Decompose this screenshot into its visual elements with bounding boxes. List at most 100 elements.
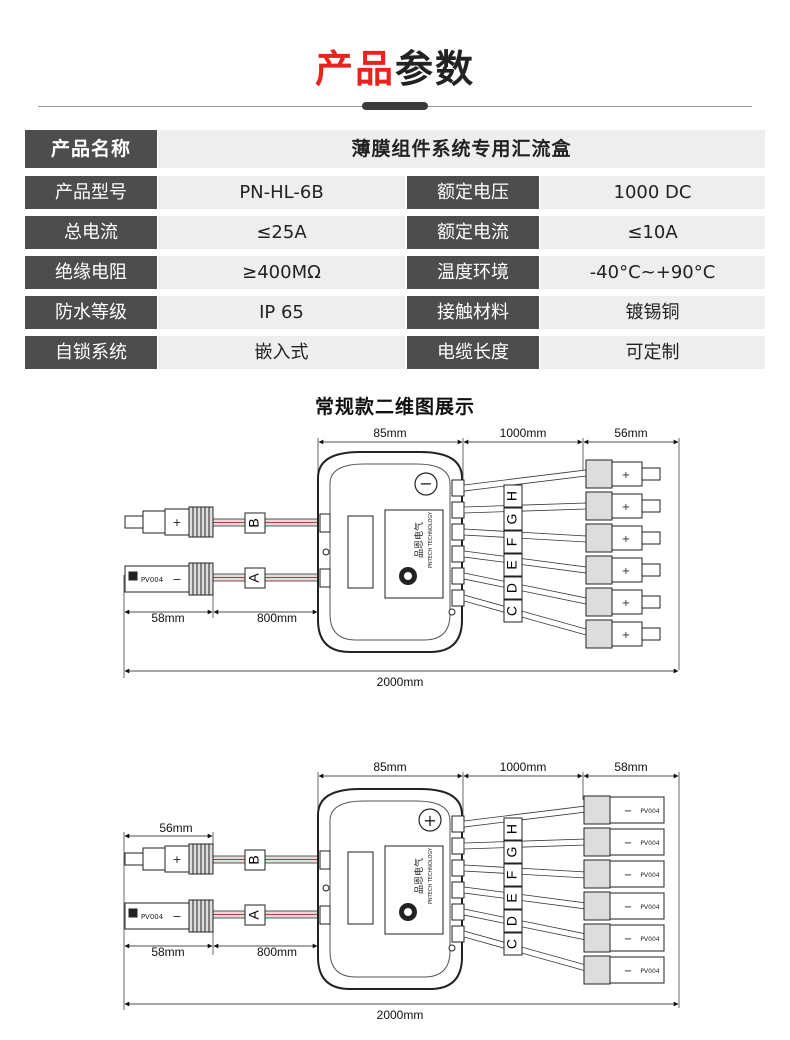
svg-text:−: − [624, 966, 632, 977]
input-tag-b: B [244, 849, 266, 871]
svg-text:D: D [504, 583, 520, 593]
connectors-right-top: + + + + + + [585, 459, 661, 649]
spec-label: 绝缘电阻 [25, 256, 157, 289]
spec-label: 总电流 [25, 216, 157, 249]
svg-text:−: − [624, 902, 632, 913]
logo-subtext: PNTECH TECHNOLOGY [428, 511, 434, 568]
polarity-minus-icon [414, 472, 438, 496]
svg-text:H: H [504, 824, 520, 834]
input-tag-a: A [244, 567, 266, 589]
svg-text:E: E [504, 893, 520, 902]
svg-text:+: + [622, 566, 630, 577]
spec-value: -40°C~+90°C [540, 256, 765, 289]
combiner-box-bottom: 品恩电气 PNTECH TECHNOLOGY + [317, 788, 465, 990]
polarity-plus-icon [418, 808, 442, 832]
spec-value: 可定制 [540, 336, 765, 369]
dim-connector-right: 58mm [614, 760, 647, 774]
input-cables [211, 855, 323, 919]
svg-text:D: D [504, 916, 520, 926]
spec-row: 总电流 ≤25A 额定电流 ≤10A [25, 216, 765, 249]
spec-row: 自锁系统 嵌入式 电缆长度 可定制 [25, 336, 765, 369]
dim-lead: 800mm [257, 945, 297, 959]
diagram-title: 常规款二维图展示 [314, 396, 475, 418]
title-red-part: 产品 [314, 47, 395, 91]
svg-text:−: − [624, 934, 632, 945]
svg-text:PV004: PV004 [640, 904, 659, 911]
connector-left-female: PV004 − [124, 562, 214, 596]
spec-row: 防水等级 IP 65 接触材料 镀锡铜 [25, 296, 765, 329]
connector-left-male: + [124, 843, 214, 875]
dim-total: 2000mm [377, 1008, 424, 1022]
spec-row-name: 产品名称 薄膜组件系统专用汇流盒 [25, 130, 765, 168]
dimension-lines [124, 773, 679, 1007]
dim-box-width: 85mm [373, 426, 406, 440]
extension-lines [123, 772, 680, 1010]
svg-text:B: B [246, 518, 262, 527]
dim-connector-right: 56mm [614, 426, 647, 440]
combiner-box-top: 品恩电气 PNTECH TECHNOLOGY − [317, 451, 465, 653]
dim-total: 2000mm [377, 675, 424, 689]
svg-text:PV004: PV004 [141, 913, 164, 921]
svg-text:+: + [423, 811, 436, 830]
input-cables [211, 518, 323, 582]
dim-connector-left: 58mm [151, 945, 184, 959]
input-tag-a: A [244, 904, 266, 926]
spec-label: 额定电流 [407, 216, 539, 249]
output-cables [463, 805, 587, 972]
svg-text:E: E [504, 560, 520, 569]
svg-text:G: G [504, 847, 520, 858]
spec-label-name: 产品名称 [25, 130, 157, 168]
input-tag-b: B [244, 512, 266, 534]
svg-text:PV004: PV004 [640, 936, 659, 943]
svg-text:−: − [419, 474, 432, 493]
svg-text:H: H [504, 491, 520, 501]
spec-label: 温度环境 [407, 256, 539, 289]
logo-text: 品恩电气 [413, 858, 425, 894]
svg-text:+: + [172, 853, 181, 866]
drawing-top: 85mm 1000mm 56mm 58mm 800mm 2000mm B A + [123, 426, 680, 689]
drawing-bottom: 85mm 1000mm 58mm 56mm 58mm 800mm 2000mm … [123, 760, 680, 1022]
svg-text:G: G [504, 514, 520, 525]
spec-value: 1000 DC [540, 176, 765, 209]
svg-text:−: − [172, 910, 181, 923]
dim-connector-top-left: 56mm [159, 821, 192, 835]
dim-cable-length: 1000mm [500, 426, 547, 440]
spec-value: 镀锡铜 [540, 296, 765, 329]
dimension-lines [124, 439, 679, 674]
svg-text:B: B [246, 855, 262, 864]
svg-text:C: C [504, 939, 520, 949]
connectors-right-bottom: −PV004 −PV004 −PV004 −PV004 −PV004 −PV00… [583, 795, 665, 985]
connector-left-female: PV004 − [124, 899, 214, 933]
spec-value: ≤10A [540, 216, 765, 249]
spec-row: 产品型号 PN-HL-6B 额定电压 1000 DC [25, 176, 765, 209]
svg-text:+: + [622, 470, 630, 481]
spec-value-name: 薄膜组件系统专用汇流盒 [158, 130, 765, 168]
spec-value: ≤25A [158, 216, 405, 249]
title-divider-tab [362, 102, 428, 110]
svg-text:−: − [624, 870, 632, 881]
spec-label: 防水等级 [25, 296, 157, 329]
svg-text:F: F [504, 871, 520, 880]
spec-label: 自锁系统 [25, 336, 157, 369]
title-dark-part: 参数 [395, 47, 476, 91]
svg-text:−: − [624, 806, 632, 817]
spec-label: 电缆长度 [407, 336, 539, 369]
page-title: 产品参数 [0, 38, 790, 93]
svg-text:A: A [246, 573, 262, 583]
svg-text:+: + [622, 598, 630, 609]
spec-label: 额定电压 [407, 176, 539, 209]
svg-text:PV004: PV004 [640, 840, 659, 847]
logo-subtext: PNTECH TECHNOLOGY [428, 847, 434, 904]
spec-value: PN-HL-6B [158, 176, 405, 209]
svg-text:PV004: PV004 [141, 576, 164, 584]
spec-value: IP 65 [158, 296, 405, 329]
dim-cable-length: 1000mm [500, 760, 547, 774]
spec-value: ≥400MΩ [158, 256, 405, 289]
dim-lead: 800mm [257, 611, 297, 625]
connector-left-male: + [124, 506, 214, 538]
svg-text:A: A [246, 910, 262, 920]
svg-text:PV004: PV004 [640, 872, 659, 879]
svg-text:PV004: PV004 [640, 968, 659, 975]
svg-text:−: − [172, 573, 181, 586]
svg-text:F: F [504, 538, 520, 547]
